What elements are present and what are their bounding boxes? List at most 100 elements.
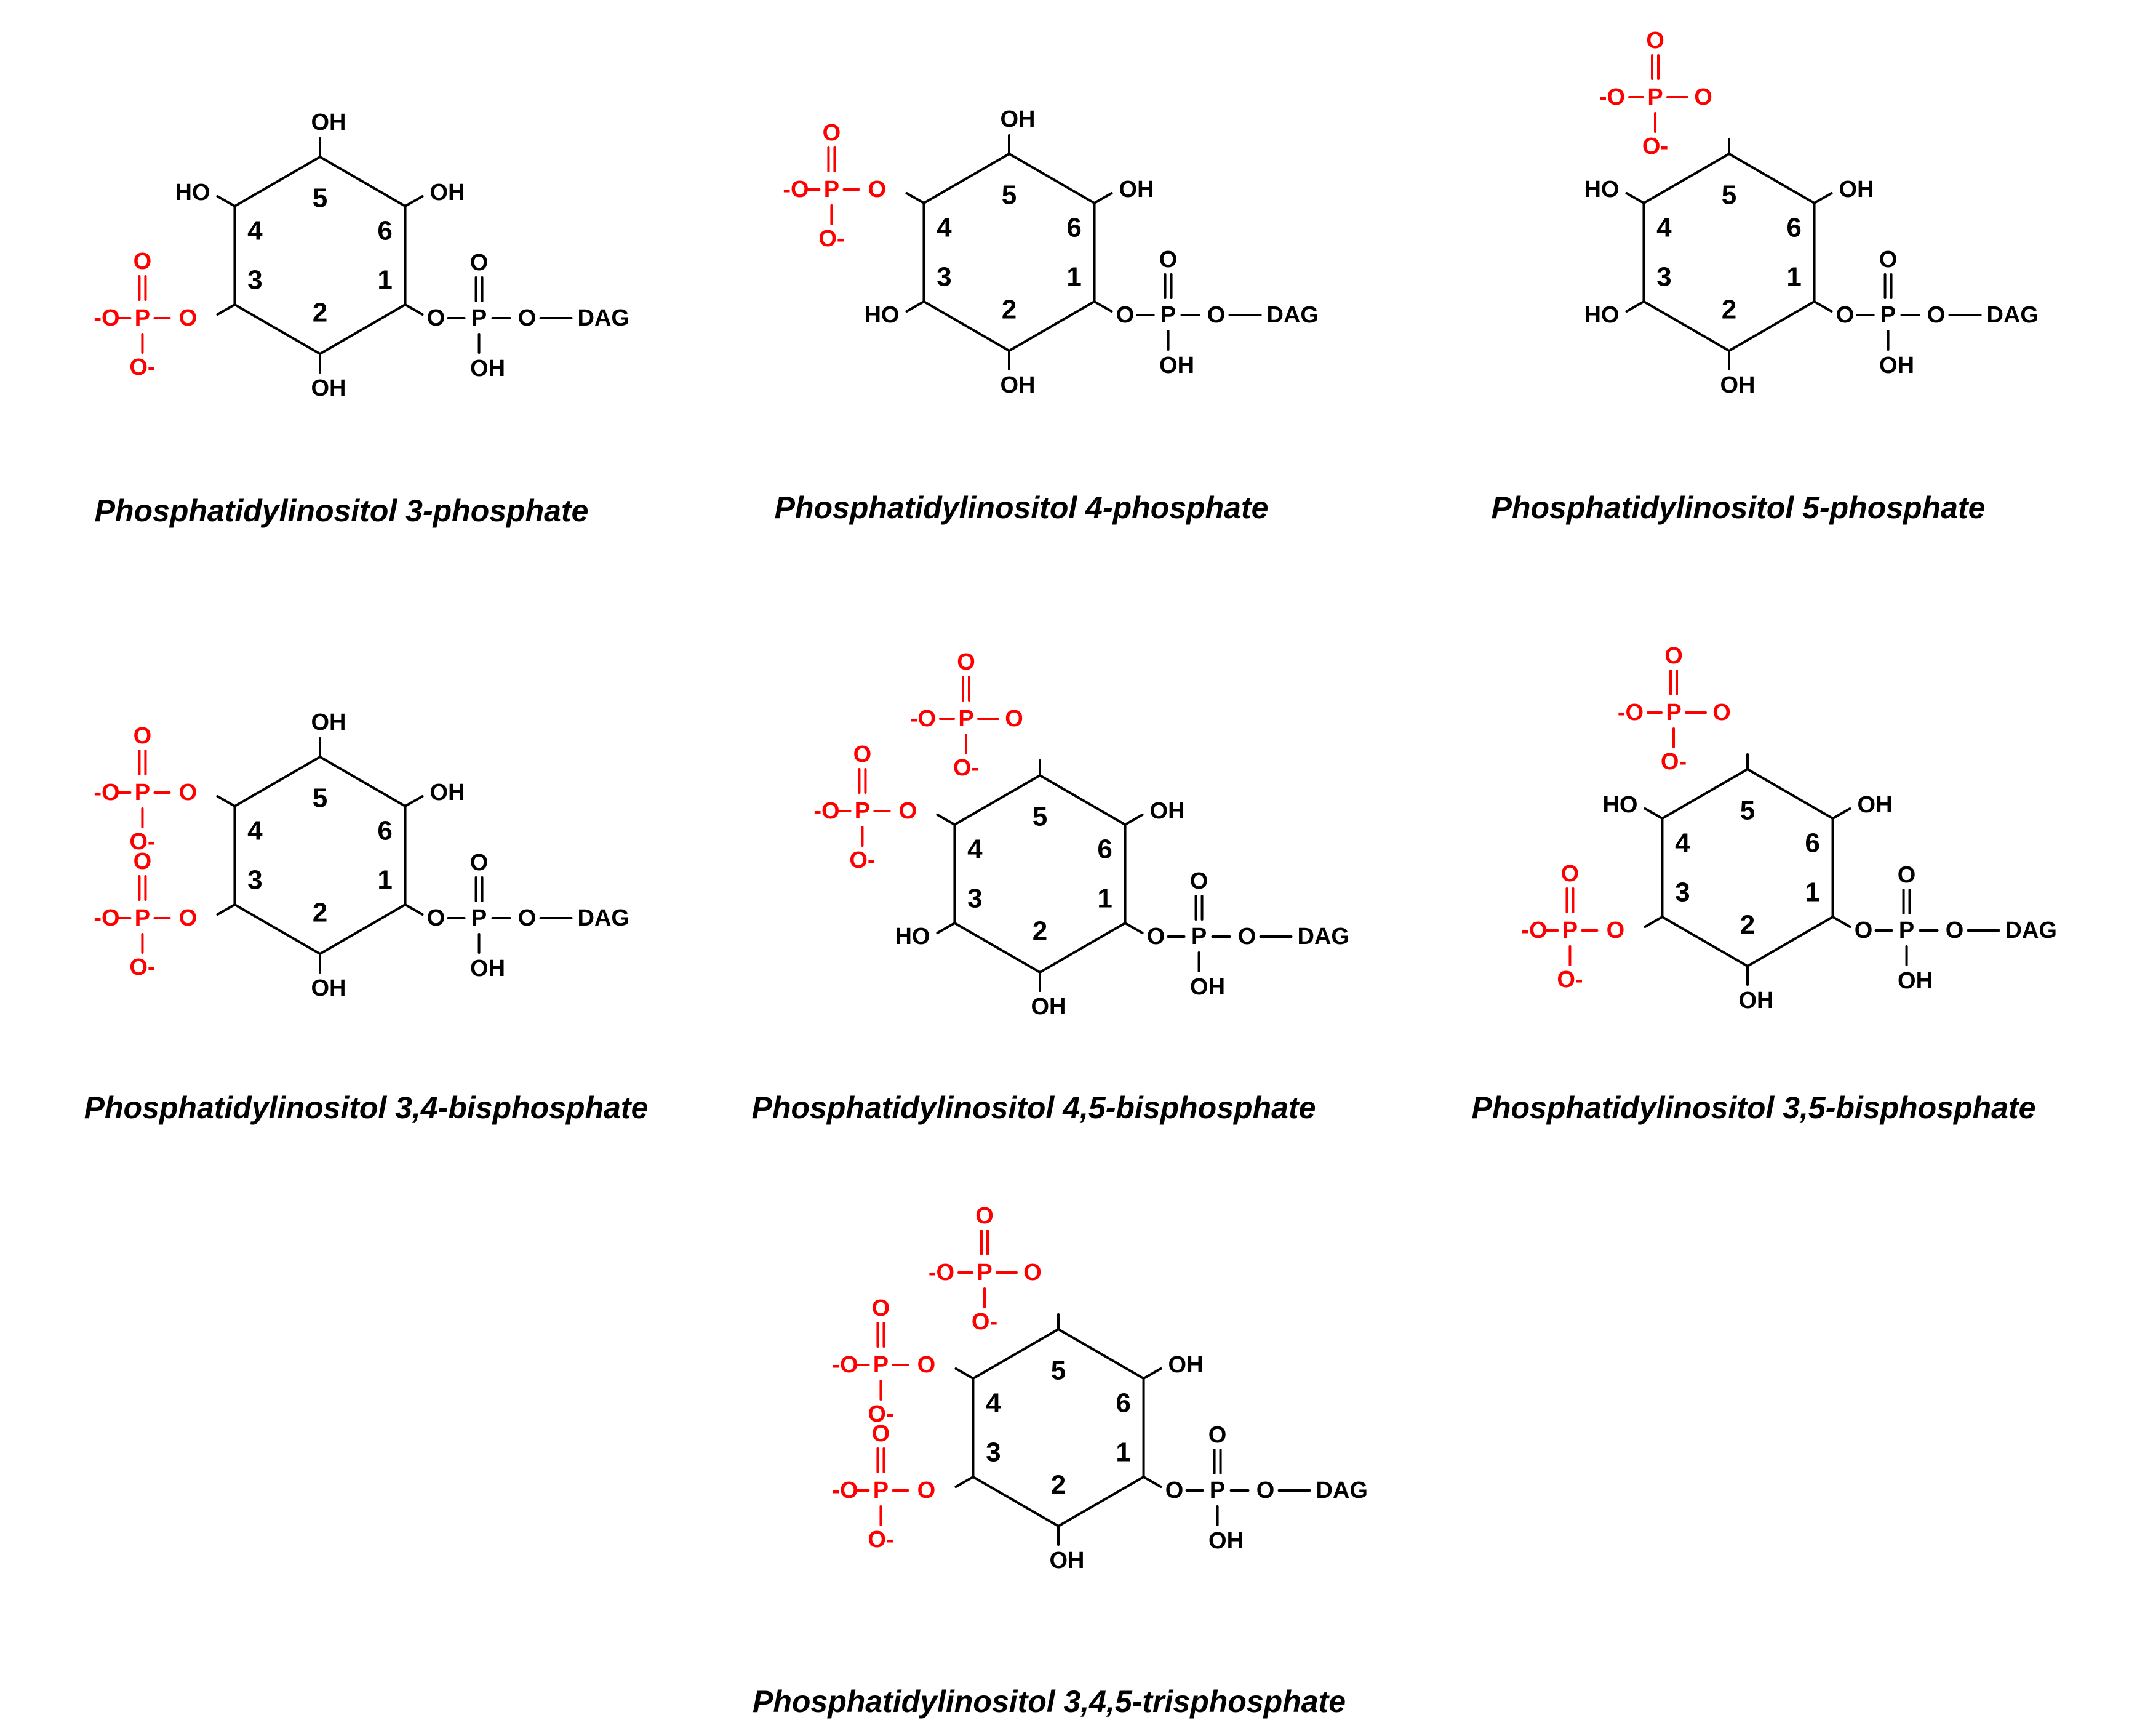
hydroxyl-label: HO xyxy=(895,924,930,950)
dag-label: DAG xyxy=(1316,1478,1368,1503)
oxygen-atom: O xyxy=(917,1352,936,1378)
molecule-caption: Phosphatidylinositol 3-phosphate xyxy=(95,494,589,528)
oxyanion-label: O- xyxy=(129,829,155,855)
oxygen-atom: O xyxy=(1208,1422,1227,1448)
ring-position-2: 2 xyxy=(1033,916,1047,946)
ring-position-5: 5 xyxy=(1033,802,1047,832)
oxygen-atom: O xyxy=(179,905,198,931)
hydroxyl-label: OH xyxy=(1190,974,1225,1000)
ring-position-2: 2 xyxy=(1051,1470,1066,1500)
molecule-caption: Phosphatidylinositol 3,4-bisphosphate xyxy=(84,1090,649,1125)
ring-position-4: 4 xyxy=(967,834,983,865)
ring-position-1: 1 xyxy=(1786,262,1801,292)
oxygen-atom: O xyxy=(1147,924,1165,950)
ring-position-4: 4 xyxy=(937,213,952,243)
oxygen-atom: O xyxy=(975,1203,994,1229)
ring-position-3: 3 xyxy=(937,262,951,292)
bond xyxy=(1813,192,1833,204)
hydroxyl-label: OH xyxy=(1001,372,1036,398)
oxygen-atom: O xyxy=(427,305,445,331)
oxyanion-label: O- xyxy=(849,847,875,873)
dag-label: DAG xyxy=(578,905,629,931)
oxygen-atom: O xyxy=(518,305,537,331)
phosphorus-atom: P xyxy=(873,1352,889,1378)
hydroxyl-label: OH xyxy=(1839,177,1874,202)
oxyanion-label: O- xyxy=(129,354,155,380)
ring-position-5: 5 xyxy=(1740,796,1755,826)
oxygen-atom: O xyxy=(1165,1478,1184,1503)
oxygen-atom: O xyxy=(853,742,872,767)
phosphorus-atom: P xyxy=(824,177,839,202)
hydroxyl-label: OH xyxy=(470,356,505,382)
ring-position-6: 6 xyxy=(377,816,392,846)
ring-position-3: 3 xyxy=(1656,262,1671,292)
ring-position-1: 1 xyxy=(377,265,392,295)
phosphorus-atom: P xyxy=(1160,302,1176,328)
oxygen-atom: O xyxy=(1238,924,1256,950)
bond xyxy=(404,195,424,207)
phosphorus-atom: P xyxy=(977,1260,992,1286)
oxygen-atom: O xyxy=(1927,302,1946,328)
hydroxyl-label: OH xyxy=(1150,798,1185,824)
oxyanion-label: O- xyxy=(953,755,979,781)
bond xyxy=(404,795,424,807)
oxygen-atom: O xyxy=(868,177,887,202)
ring-position-2: 2 xyxy=(313,897,327,927)
oxygen-atom: O xyxy=(134,723,152,749)
hydroxyl-label: OH xyxy=(1720,372,1756,398)
ring-position-6: 6 xyxy=(1116,1388,1130,1418)
dag-label: DAG xyxy=(1987,302,2039,328)
hydroxyl-label: OH xyxy=(1898,968,1933,994)
bond xyxy=(954,1476,975,1488)
oxygen-atom: O xyxy=(1898,862,1916,888)
ring-position-2: 2 xyxy=(313,297,327,327)
ring-position-5: 5 xyxy=(1051,1356,1066,1386)
bond xyxy=(216,195,236,207)
bond xyxy=(936,922,956,934)
dag-label: DAG xyxy=(2005,918,2057,943)
ring-position-1: 1 xyxy=(1805,878,1819,908)
bond xyxy=(1142,1476,1162,1488)
ring-position-1: 1 xyxy=(1116,1438,1130,1468)
bond xyxy=(1813,300,1833,313)
phosphorus-atom: P xyxy=(471,905,487,931)
ring-position-6: 6 xyxy=(1066,213,1081,243)
phosphorus-atom: P xyxy=(135,780,150,806)
bond xyxy=(404,903,424,916)
phosphorus-atom: P xyxy=(471,305,487,331)
bond xyxy=(1124,922,1144,934)
oxygen-atom: O xyxy=(1023,1260,1042,1286)
oxygen-atom: O xyxy=(1946,918,1964,943)
hydroxyl-label: OH xyxy=(1050,1548,1085,1574)
oxygen-atom: O xyxy=(1607,918,1625,943)
ring-position-4: 4 xyxy=(986,1388,1001,1418)
oxyanion-label: O- xyxy=(868,1401,893,1427)
bond xyxy=(216,903,236,916)
phosphorus-atom: P xyxy=(135,905,150,931)
bond xyxy=(1831,916,1851,928)
bond xyxy=(1625,192,1645,204)
hydroxyl-label: OH xyxy=(1119,177,1154,202)
hydroxyl-label: OH xyxy=(470,956,505,982)
phosphorus-atom: P xyxy=(1647,84,1663,110)
hydroxyl-label: HO xyxy=(1584,177,1619,202)
oxygen-atom: O xyxy=(134,249,152,274)
oxyanion-label: O- xyxy=(1642,134,1668,159)
oxygen-atom: O xyxy=(1256,1478,1275,1503)
ring-position-3: 3 xyxy=(247,265,262,295)
bond xyxy=(1093,192,1113,204)
dag-label: DAG xyxy=(578,305,629,331)
oxygen-atom: O xyxy=(1855,918,1873,943)
oxygen-atom: O xyxy=(1116,302,1135,328)
phosphorus-atom: P xyxy=(1666,700,1681,726)
oxygen-atom: O xyxy=(134,849,152,874)
oxygen-atom: O xyxy=(1207,302,1226,328)
oxygen-atom: O xyxy=(1712,700,1731,726)
oxygen-atom: O xyxy=(1664,643,1683,669)
ring-position-6: 6 xyxy=(1097,834,1112,865)
bond xyxy=(1831,807,1851,820)
oxyanion-label: O- xyxy=(972,1309,997,1335)
